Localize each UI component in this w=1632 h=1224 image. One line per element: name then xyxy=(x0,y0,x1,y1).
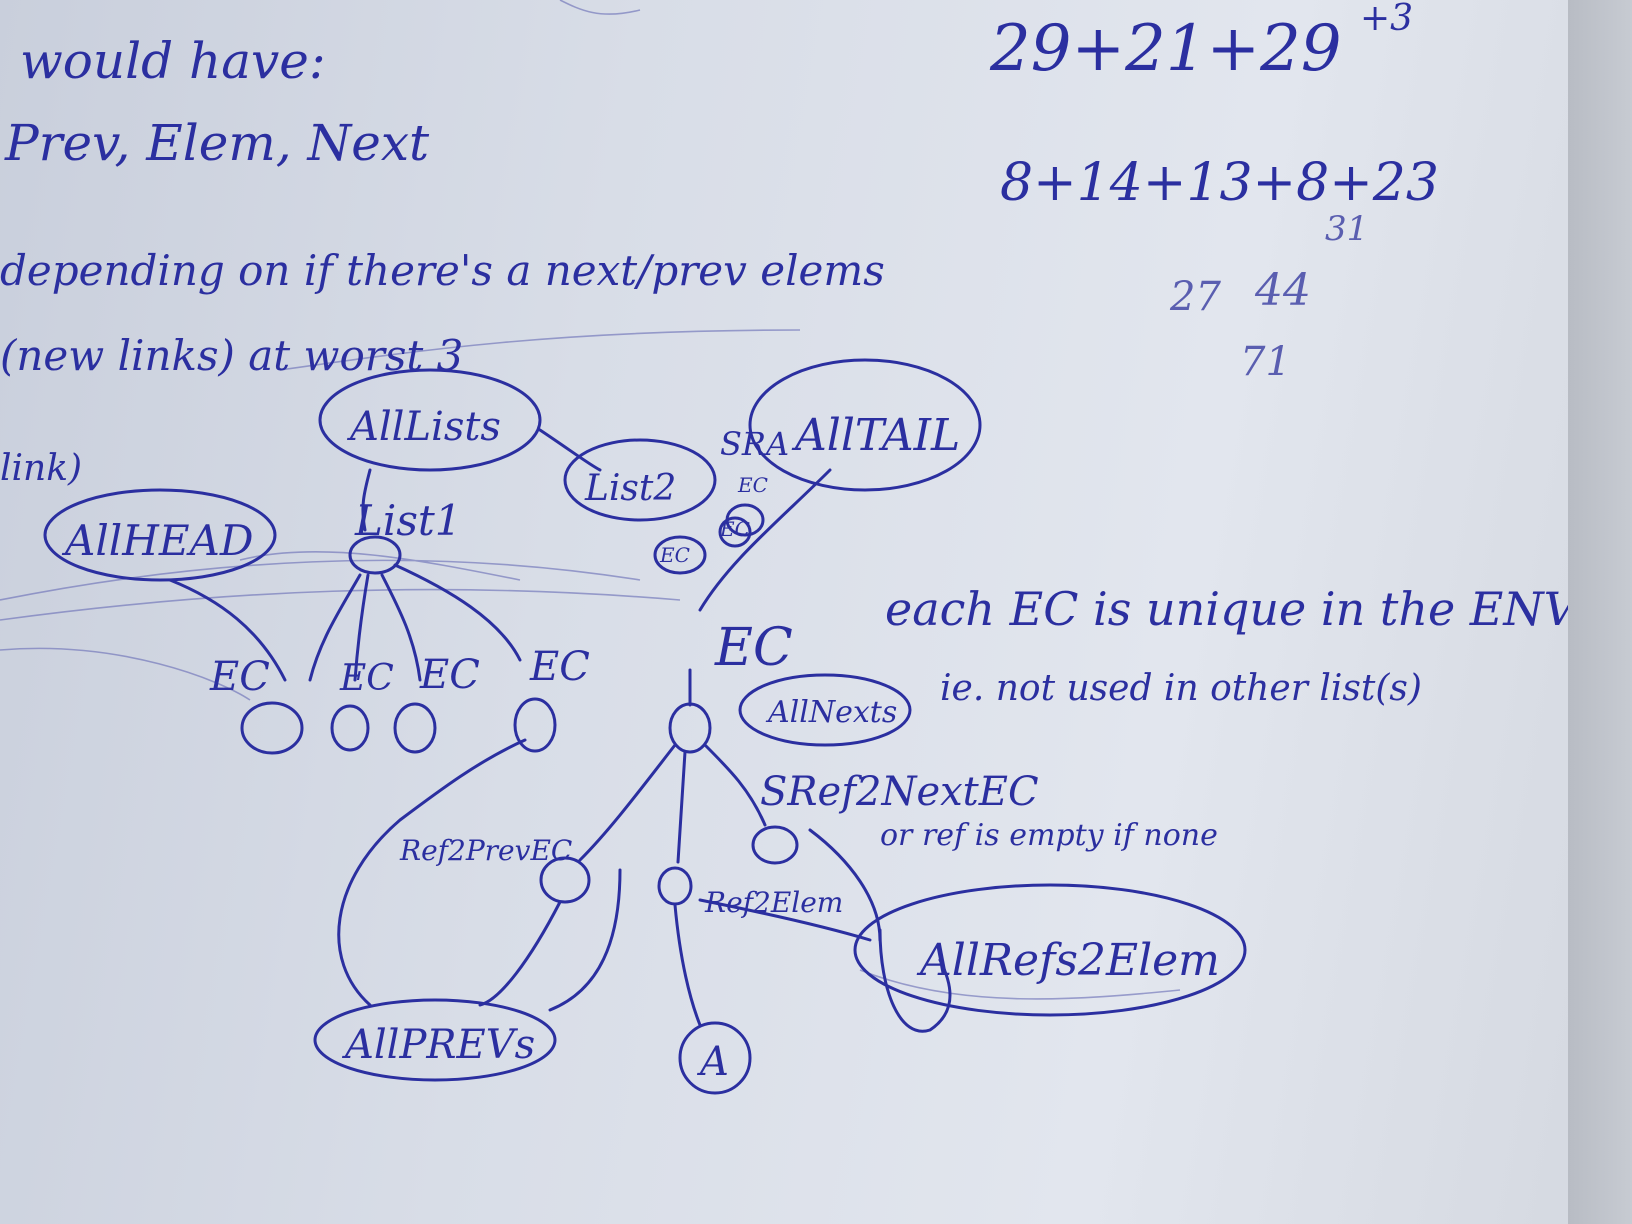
all-prevs-ellipse xyxy=(313,998,557,1082)
partial-31: 31 xyxy=(1325,209,1368,249)
ec-node-3 xyxy=(393,702,437,754)
ec-small-node-2 xyxy=(718,516,752,548)
ec-node-1 xyxy=(240,701,304,755)
note-would-have: would have: xyxy=(20,32,326,90)
note-not-used: ie. not used in other list(s) xyxy=(940,668,1422,709)
handwritten-diagram: would have: Prev, Elem, Next depending o… xyxy=(0,0,1568,1095)
all-refs-elem-label: AllRefs2Elem xyxy=(916,935,1220,986)
list1-node xyxy=(348,535,402,575)
ec-node-4 xyxy=(513,697,557,753)
ref-prev-label: Ref2PrevEC xyxy=(399,834,572,867)
sum-top: 29+21+29 xyxy=(989,12,1342,86)
note-new-links: (new links) at worst 3 xyxy=(0,331,463,380)
all-tail-ellipse xyxy=(748,358,982,492)
note-empty: or ref is empty if none xyxy=(880,818,1218,853)
all-lists-label: AllLists xyxy=(346,404,501,450)
all-prevs-label: AllPREVs xyxy=(341,1022,535,1068)
all-tail-label: AllTAIL xyxy=(791,410,960,461)
note-depending: depending on if there's a next/prev elem… xyxy=(0,246,885,295)
note-unique: each EC is unique in the ENVIRON xyxy=(885,582,1568,636)
note-prev-elem-next: Prev, Elem, Next xyxy=(4,114,430,172)
all-head-ellipse xyxy=(43,488,277,582)
ec-label-1: EC xyxy=(209,654,270,700)
element-label: A xyxy=(696,1039,729,1085)
ec-node-2 xyxy=(330,704,370,752)
ref-prev-node xyxy=(539,856,591,904)
ec-small-node-3 xyxy=(653,535,707,575)
ec-label-4: EC xyxy=(529,644,590,690)
background-edge xyxy=(1568,0,1632,1224)
ref-next-label: SRef2NextEC xyxy=(760,769,1039,815)
all-nexts-label: AllNexts xyxy=(765,695,897,730)
list2-ellipse xyxy=(563,438,717,522)
all-nexts-ellipse xyxy=(738,673,912,747)
note-link: link) xyxy=(0,448,82,489)
all-lists-ellipse xyxy=(318,368,542,472)
partial-44: 44 xyxy=(1254,265,1311,316)
ec-main-label: EC xyxy=(714,618,793,678)
sum-second: 8+14+13+8+23 xyxy=(1000,153,1439,213)
element-node xyxy=(678,1021,752,1095)
ref-elem-node xyxy=(657,866,693,906)
partial-71: 71 xyxy=(1240,339,1291,385)
all-refs-elem-ellipse xyxy=(853,883,1247,1017)
ec-small-1: EC xyxy=(737,473,768,497)
ref-next-node xyxy=(751,825,799,865)
list2-label: List2 xyxy=(584,468,676,509)
all-head-label: AllHEAD xyxy=(61,516,254,565)
background-scribbles xyxy=(0,0,1181,1000)
ec-small-3: EC xyxy=(659,543,690,567)
connector-strokes xyxy=(168,428,952,1033)
partial-27: 27 xyxy=(1169,274,1221,320)
ref-elem-label: Ref2Elem xyxy=(704,886,843,919)
ec-label-2: EC xyxy=(339,658,394,699)
all-tail-prefix: SRA xyxy=(720,425,789,463)
sum-top-suffix: +3 xyxy=(1360,0,1413,39)
ec-label-3: EC xyxy=(419,652,480,698)
